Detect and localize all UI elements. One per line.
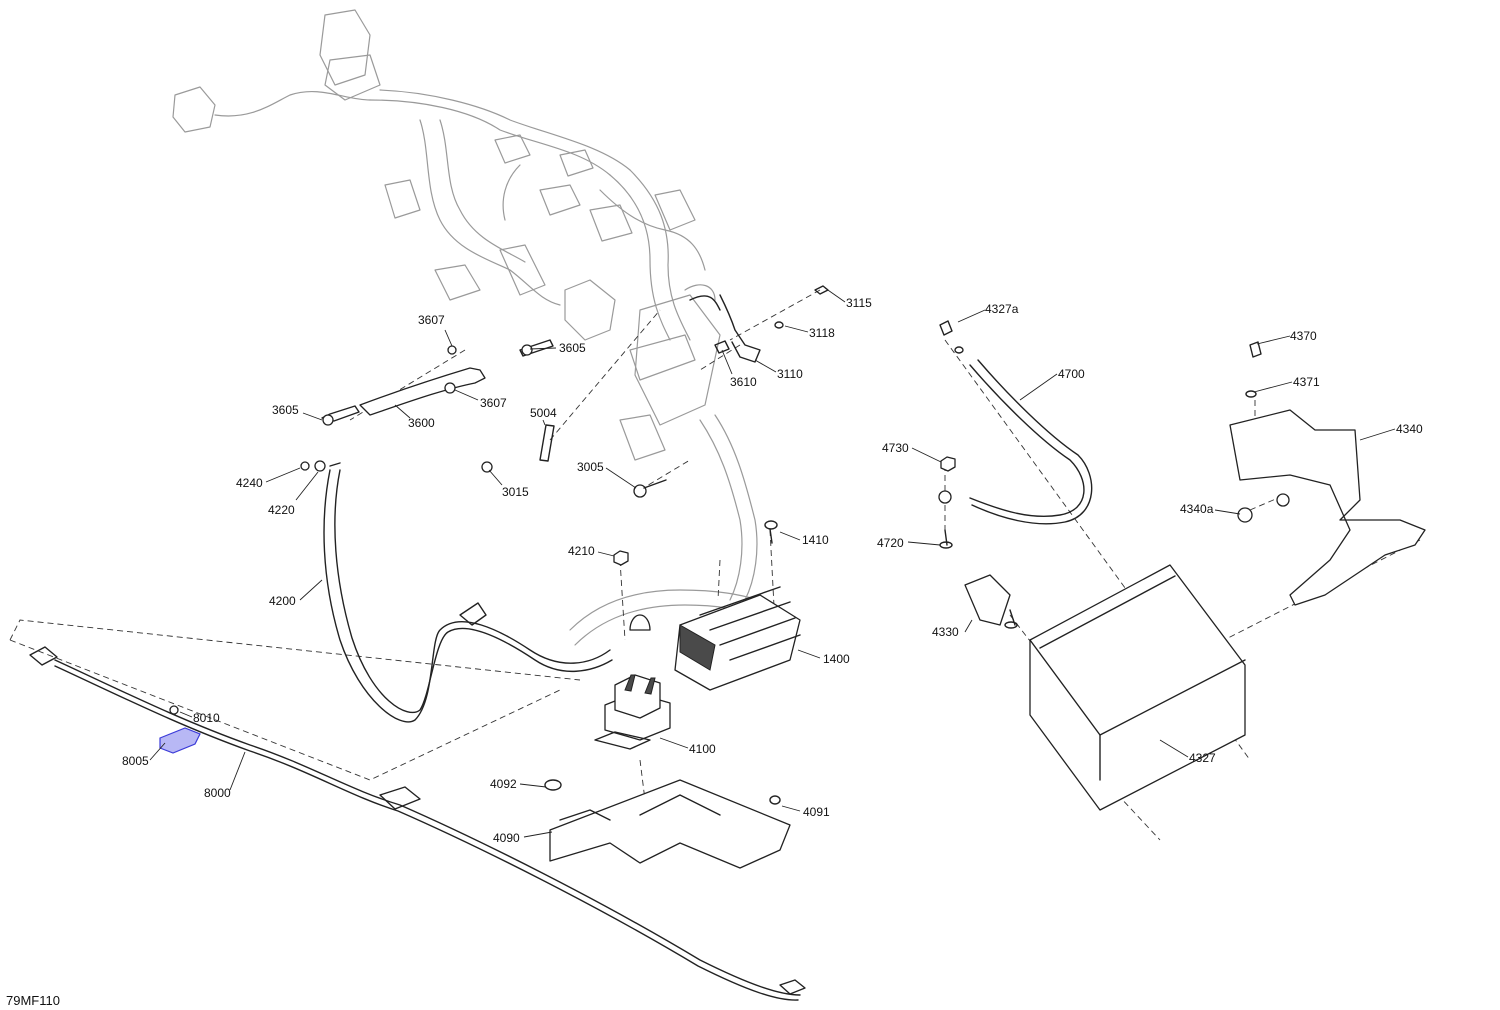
callout-3118: 3118 xyxy=(809,326,835,340)
callout-4340: 4340 xyxy=(1396,422,1423,436)
callout-4730: 4730 xyxy=(882,441,909,455)
callout-4371: 4371 xyxy=(1293,375,1320,389)
callout-4340a: 4340a xyxy=(1180,502,1214,516)
callout-3600: 3600 xyxy=(408,416,435,430)
battery-4327 xyxy=(964,564,1246,811)
harness-8000 xyxy=(29,646,806,1001)
callout-leader-lines xyxy=(149,287,1396,838)
ground-strap-3600 xyxy=(321,339,554,426)
callout-4092: 4092 xyxy=(490,777,517,791)
main-wiring-harness-ghost xyxy=(172,9,761,646)
callout-3015: 3015 xyxy=(502,485,529,499)
callout-4700: 4700 xyxy=(1058,367,1085,381)
callout-4720: 4720 xyxy=(877,536,904,550)
callout-4327a: 4327a xyxy=(985,302,1019,316)
callout-4090: 4090 xyxy=(493,831,520,845)
callout-3610: 3610 xyxy=(730,375,757,389)
clip-8005-highlight xyxy=(159,727,201,754)
callout-4100: 4100 xyxy=(689,742,716,756)
callout-3005: 3005 xyxy=(577,460,604,474)
callout-4210: 4210 xyxy=(568,544,595,558)
callout-labels: 3115 3118 3110 3610 3607 3605 3605 3607 … xyxy=(6,296,1423,1008)
callout-3110: 3110 xyxy=(777,367,803,381)
sensor-assembly-3110 xyxy=(689,285,829,363)
callout-4370: 4370 xyxy=(1290,329,1317,343)
callout-4240: 4240 xyxy=(236,476,263,490)
callout-8000: 8000 xyxy=(204,786,231,800)
fasteners-5004-3015-3005 xyxy=(481,424,667,498)
callout-5004: 5004 xyxy=(530,406,557,420)
callout-4091: 4091 xyxy=(803,805,830,819)
battery-cable-4700 xyxy=(938,320,1093,549)
callout-4330: 4330 xyxy=(932,625,959,639)
callout-3605-right: 3605 xyxy=(559,341,586,355)
callout-4220: 4220 xyxy=(268,503,295,517)
battery-cable-4200 xyxy=(300,460,613,723)
callout-1400: 1400 xyxy=(823,652,850,666)
callout-4200: 4200 xyxy=(269,594,296,608)
callout-3115: 3115 xyxy=(846,296,872,310)
callout-4327: 4327 xyxy=(1189,751,1216,765)
figure-code: 79MF110 xyxy=(6,993,60,1008)
solenoid-4100 xyxy=(594,550,671,750)
callout-1410: 1410 xyxy=(802,533,829,547)
callout-3607-top: 3607 xyxy=(418,313,445,327)
callout-8005: 8005 xyxy=(122,754,149,768)
callout-8010: 8010 xyxy=(193,711,220,725)
voltage-regulator-1400 xyxy=(674,520,801,691)
callout-3607-bottom: 3607 xyxy=(480,396,507,410)
callout-3605-left: 3605 xyxy=(272,403,299,417)
mounting-bracket-4090 xyxy=(544,779,791,869)
battery-bracket-4340 xyxy=(1229,341,1426,606)
